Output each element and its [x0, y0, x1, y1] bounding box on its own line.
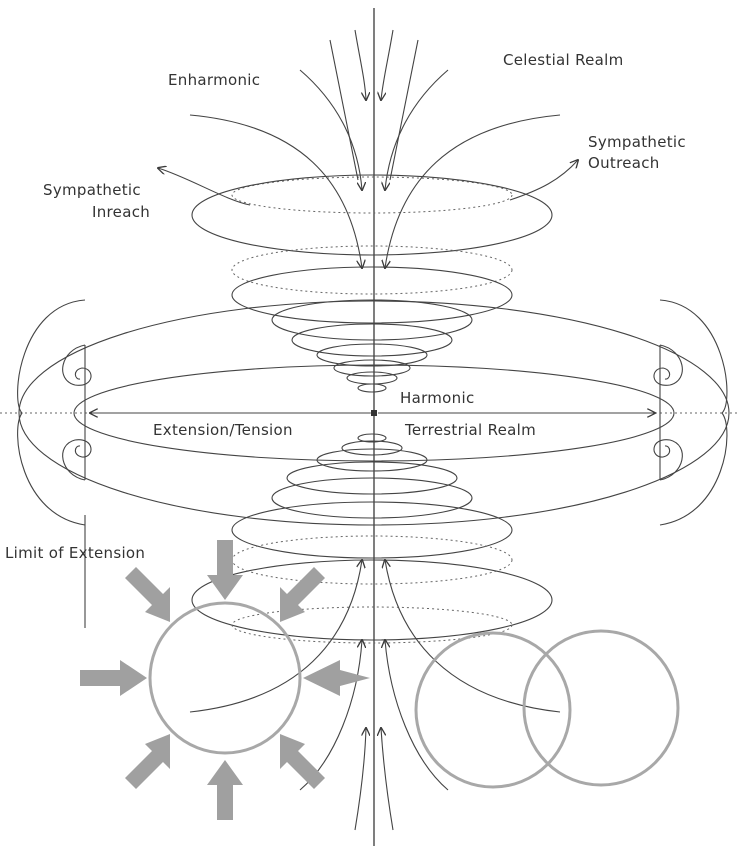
lower-spiral — [192, 434, 552, 643]
label-extension-tension: Extension/Tension — [153, 421, 293, 439]
center-point — [371, 410, 377, 416]
label-enharmonic: Enharmonic — [168, 71, 260, 89]
label-terrestrial-realm: Terrestrial Realm — [404, 421, 536, 439]
radiating-circle — [80, 540, 370, 820]
label-sympathetic-inreach-2: Inreach — [92, 203, 150, 221]
label-sympathetic-outreach-1: Sympathetic — [588, 133, 686, 151]
sympathetic-outreach-arrow — [510, 160, 578, 200]
upper-spiral — [192, 175, 552, 392]
label-sympathetic-outreach-2: Outreach — [588, 154, 660, 172]
label-limit-of-extension: Limit of Extension — [5, 544, 145, 562]
label-sympathetic-inreach-1: Sympathetic — [43, 181, 141, 199]
overlap-circle-right — [524, 631, 678, 785]
label-celestial-realm: Celestial Realm — [503, 51, 624, 69]
lower-flux-lines — [190, 560, 560, 830]
label-harmonic: Harmonic — [400, 389, 475, 407]
